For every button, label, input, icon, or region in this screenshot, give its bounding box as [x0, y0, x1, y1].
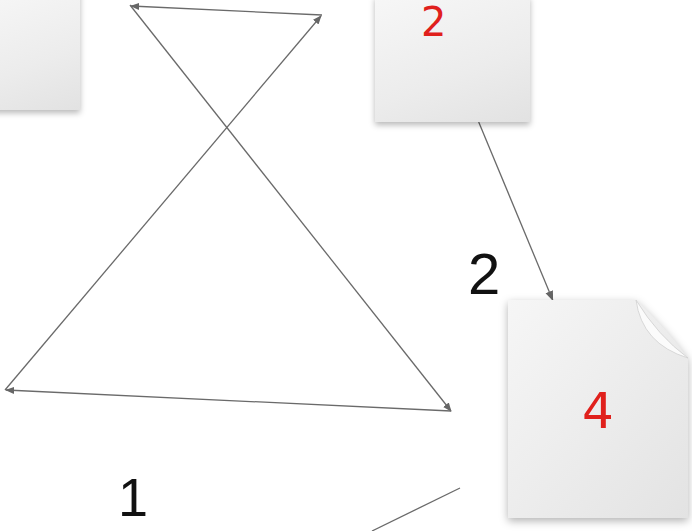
sticky-note [0, 0, 80, 110]
callout-number: 1 [118, 470, 148, 524]
leader-line [372, 488, 460, 531]
callout-number: 2 [468, 245, 500, 303]
handwritten-number: 4 [582, 386, 614, 436]
sticky-note: 2 [375, 0, 530, 122]
handwritten-number: 2 [421, 2, 446, 42]
arrow-line [131, 6, 322, 15]
page-icon: 4 [508, 300, 688, 518]
arrow-line [6, 390, 451, 411]
